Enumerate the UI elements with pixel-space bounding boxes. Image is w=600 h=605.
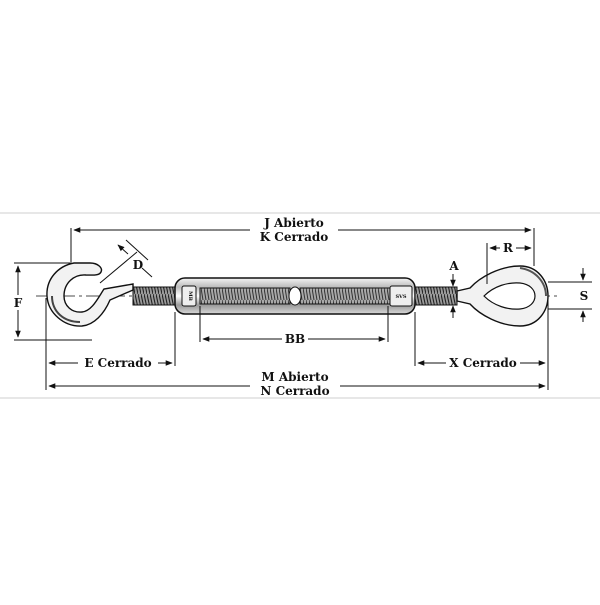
eye-thread (414, 286, 458, 306)
turnbuckle-part: MB SVS (36, 262, 560, 327)
ext-d-lower (99, 251, 138, 284)
eye-shade (519, 267, 547, 297)
label-bg-r (500, 240, 516, 255)
label-bg-j (250, 216, 338, 242)
dim-line-d-bottom (141, 267, 153, 278)
frame-mark-left: MB (187, 291, 193, 301)
frame-center-boss (288, 286, 302, 306)
eye-opening (483, 282, 536, 310)
hook-shade (51, 295, 81, 323)
label-f: F (14, 296, 23, 310)
extension-lines (14, 228, 592, 390)
label-r: R (503, 241, 514, 255)
label-j: J Abierto (263, 216, 324, 230)
label-bg-m (250, 370, 340, 396)
frame-mark-right: SVS (395, 294, 406, 300)
label-d: D (133, 258, 143, 272)
label-m: M Abierto (261, 370, 328, 384)
label-bb: BB (285, 332, 305, 346)
label-bg-f (11, 295, 25, 310)
label-bg-bb (282, 331, 308, 346)
frame-end-left (181, 285, 197, 307)
label-k: K Cerrado (260, 230, 329, 244)
ext-d-upper (125, 239, 149, 261)
label-n: N Cerrado (260, 384, 329, 398)
label-bg-e (78, 355, 158, 370)
hook-body (46, 262, 134, 327)
frame-thread-left (199, 287, 291, 305)
label-bg-x (446, 355, 520, 370)
label-s: S (580, 289, 589, 303)
dim-line-d-top (117, 244, 129, 255)
eye-end (414, 265, 549, 327)
frame-thread-right (299, 287, 391, 305)
frame-body: MB SVS (174, 277, 416, 315)
label-x: X Cerrado (449, 356, 517, 370)
hook-thread (132, 286, 176, 306)
label-e: E Cerrado (84, 356, 151, 370)
hook-end (46, 262, 176, 327)
label-a: A (448, 259, 459, 273)
